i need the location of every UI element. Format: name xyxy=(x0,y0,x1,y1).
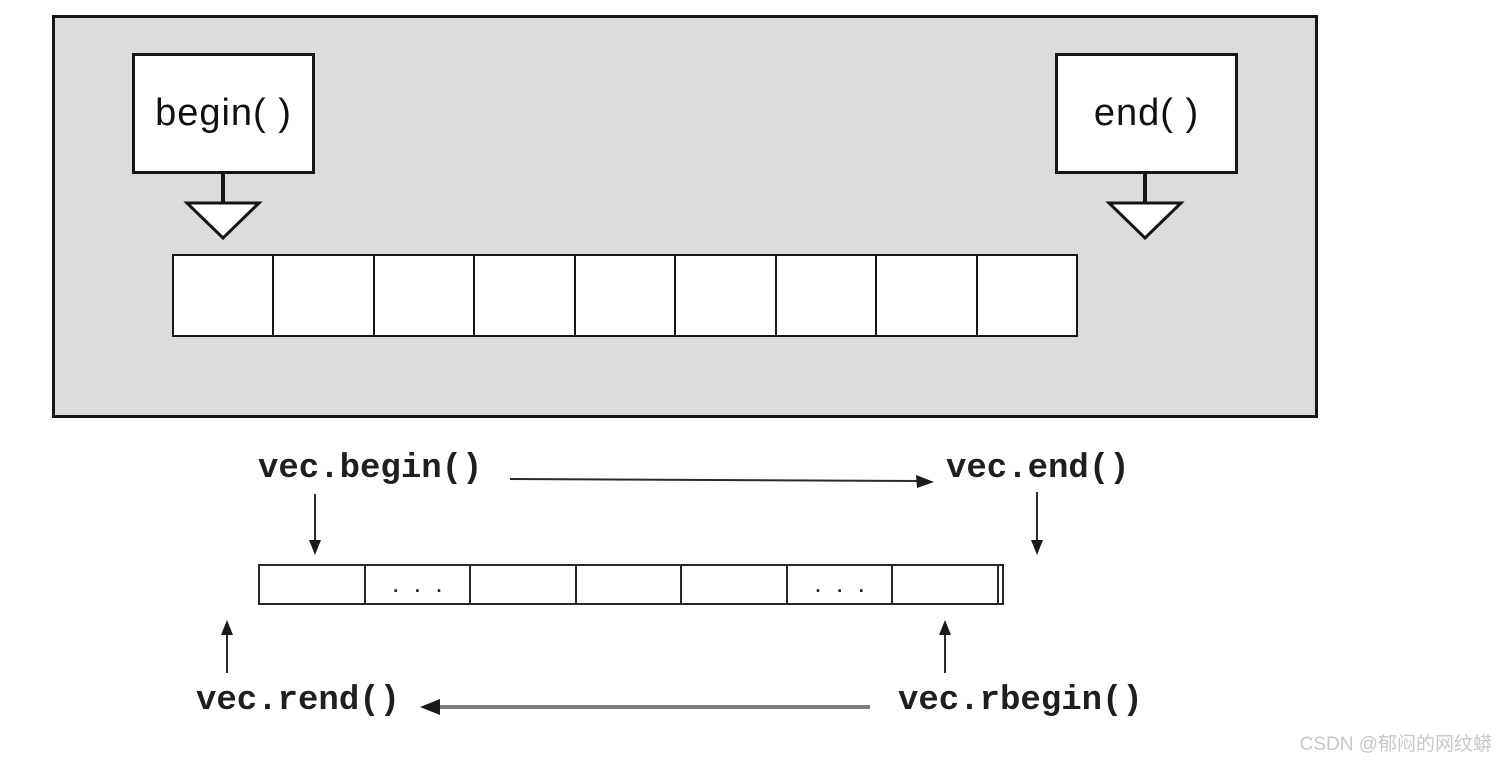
begin-to-end-arrow-icon xyxy=(509,475,934,488)
vec-rend-pointer-arrow-icon xyxy=(221,620,233,673)
array-cell xyxy=(471,566,577,603)
vector-cells-array xyxy=(172,254,1078,337)
array-cell-ellipsis: . . . xyxy=(788,566,894,603)
array-cell xyxy=(682,566,788,603)
csdn-watermark: CSDN @郁闷的网纹蟒 xyxy=(1299,734,1492,755)
array-cell xyxy=(475,256,576,335)
array-cell xyxy=(676,256,777,335)
end-down-arrow-icon xyxy=(1105,172,1185,241)
vec-rend-label: vec.rend() xyxy=(196,682,401,720)
array-cell xyxy=(893,566,1000,603)
end-box-label: end( ) xyxy=(1093,92,1200,134)
array-cell xyxy=(978,256,1076,335)
array-cell xyxy=(375,256,476,335)
vec-begin-pointer-arrow-icon xyxy=(309,494,321,555)
array-cell xyxy=(576,256,677,335)
vec-rbegin-label: vec.rbegin() xyxy=(898,682,1143,720)
vector-cells-array-bottom: . . . . . . xyxy=(258,564,1004,605)
array-cell xyxy=(577,566,683,603)
array-cell xyxy=(260,566,366,603)
end-box: end( ) xyxy=(1055,53,1238,174)
vec-end-label: vec.end() xyxy=(946,450,1130,488)
array-cell xyxy=(174,256,275,335)
array-cell xyxy=(274,256,375,335)
array-cell xyxy=(877,256,978,335)
array-cell xyxy=(777,256,878,335)
vec-rbegin-pointer-arrow-icon xyxy=(939,620,951,673)
array-cell-ellipsis: . . . xyxy=(366,566,472,603)
vec-begin-label: vec.begin() xyxy=(258,450,483,488)
rbegin-to-rend-arrow-icon xyxy=(420,699,870,715)
begin-box-label: begin( ) xyxy=(155,92,292,134)
begin-box: begin( ) xyxy=(132,53,315,174)
begin-down-arrow-icon xyxy=(183,172,263,241)
vec-end-pointer-arrow-icon xyxy=(1031,492,1043,555)
